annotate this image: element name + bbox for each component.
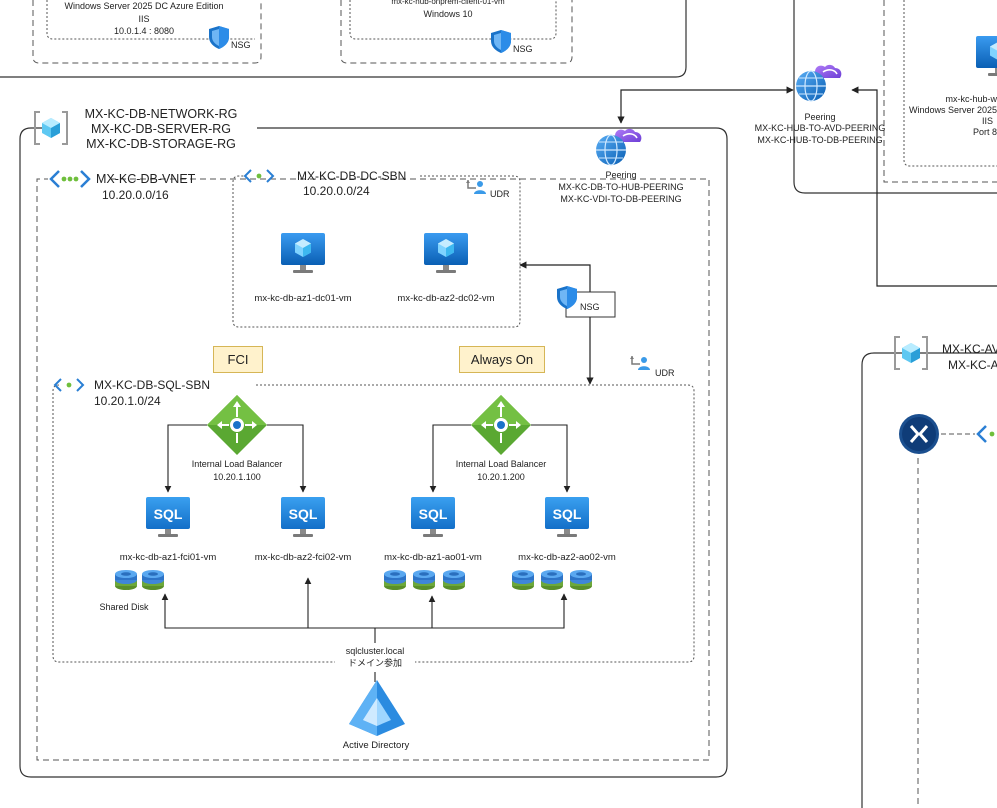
domain-join-label: ドメイン参加 [348,657,402,668]
onprem-container: Windows Server 2025 DC Azure Edition IIS… [0,0,687,78]
hub-peering-avd: MX-KC-HUB-TO-AVD-PEERING [755,123,886,133]
db-rg-network: MX-KC-DB-NETWORK-RG [85,107,238,121]
hub-peering-icon [795,64,843,102]
dc-subnet-box [232,175,521,328]
dc-vm-2-name: mx-kc-db-az2-dc02-vm [397,293,494,304]
hub-peering-label: Peering [804,112,835,122]
client-nsg-label: NSG [513,44,533,54]
db-vnet-name: MX-KC-DB-VNET [96,172,196,186]
avd-vnet-icon [976,425,995,443]
sql-vm-4-icon [545,497,589,537]
active-directory-label: Active Directory [343,740,410,751]
sql-subnet-cidr: 10.20.1.0/24 [94,394,161,408]
server-nsg-label: NSG [231,40,251,50]
lb-2-ip: 10.20.1.200 [477,472,525,482]
hub-vm-icon [976,36,997,76]
db-vnet-box [36,178,710,761]
dc-subnet-name: MX-KC-DB-DC-SBN [297,169,406,183]
db-peering-label: Peering [605,170,636,180]
sql-subnet-icon [54,378,84,392]
disk-icon [443,570,465,590]
sql-vm-3-name: mx-kc-db-az1-ao01-vm [384,552,482,563]
sql-vm-1-name: mx-kc-db-az1-fci01-vm [120,552,217,563]
lb-1-ip: 10.20.1.100 [213,472,261,482]
disk-icon [570,570,592,590]
hub-vm-os: Windows Server 2025 [909,105,997,115]
disk-icon [384,570,406,590]
server-address-label: 10.0.1.4 : 8080 [114,26,174,36]
db-resource-group: MX-KC-DB-NETWORK-RG MX-KC-DB-SERVER-RG M… [19,107,728,778]
load-balancer-2-icon [470,394,532,456]
server-box [32,0,262,64]
nsg-shield-icon [491,30,511,53]
sql-vm-4-name: mx-kc-db-az2-ao02-vm [518,552,616,563]
nsg-label: NSG [580,302,600,312]
sql-vm-1-icon [146,497,190,537]
db-peering-hub: MX-KC-DB-TO-HUB-PEERING [558,182,683,192]
hub-peering-db: MX-KC-HUB-TO-DB-PEERING [757,135,882,145]
disk-icon [541,570,563,590]
lb-2-label: Internal Load Balancer [456,459,547,469]
avd-container: MX-KC-AV MX-KC-A [861,336,997,808]
db-vnet-icon [49,169,91,189]
sql-vm-2-name: mx-kc-db-az2-fci02-vm [255,552,352,563]
hub-vm-port: Port 8 [973,127,997,137]
nsg-shield-icon [209,26,229,49]
client-box [340,0,573,64]
db-rg-server: MX-KC-DB-SERVER-RG [91,122,231,136]
disk-icon [413,570,435,590]
sql-vm-2-icon [281,497,325,537]
client-os-label: Windows 10 [423,9,472,19]
sql-vm-3-icon [411,497,455,537]
db-peering-vdi: MX-KC-VDI-TO-DB-PEERING [560,194,681,204]
hub-vm-role: IIS [982,116,993,126]
nsg-box [565,291,616,318]
dc-vm-1-icon [281,233,325,273]
shared-disk-icon [115,570,137,590]
udr-label-dc: UDR [490,189,510,199]
load-balancer-1-icon [206,394,268,456]
udr-icon [465,179,487,195]
udr-label-sql: UDR [655,368,675,378]
client-vm-name: mx-kc-hub-onprem-client-01-vm [391,0,505,6]
active-directory-icon [349,680,405,736]
db-rg-storage: MX-KC-DB-STORAGE-RG [86,137,236,151]
shared-disk-label: Shared Disk [99,602,149,612]
always-on-tag: Always On [459,346,545,373]
fci-tag: FCI [213,346,263,373]
server-os-label: Windows Server 2025 DC Azure Edition [64,1,223,11]
shared-disk-icon [142,570,164,590]
domain-name: sqlcluster.local [346,646,405,656]
server-role-label: IIS [138,14,149,24]
avd-rg-name-2: MX-KC-A [948,358,997,372]
dc-vm-1-name: mx-kc-db-az1-dc01-vm [254,293,351,304]
db-vnet-cidr: 10.20.0.0/16 [102,188,169,202]
hub-vm-name: mx-kc-hub-w [945,94,997,104]
remote-desktop-icon [897,412,941,456]
dc-subnet-icon [244,169,274,183]
disk-icon [512,570,534,590]
db-peering-icon [595,128,643,166]
sql-subnet-name: MX-KC-DB-SQL-SBN [94,378,210,392]
lb-1-label: Internal Load Balancer [192,459,283,469]
avd-rg-name-1: MX-KC-AV [942,342,997,356]
dc-vm-2-icon [424,233,468,273]
dc-subnet-cidr: 10.20.0.0/24 [303,184,370,198]
hub-container: mx-kc-hub-w Windows Server 2025 IIS Port… [617,0,997,287]
udr-icon [629,355,651,371]
